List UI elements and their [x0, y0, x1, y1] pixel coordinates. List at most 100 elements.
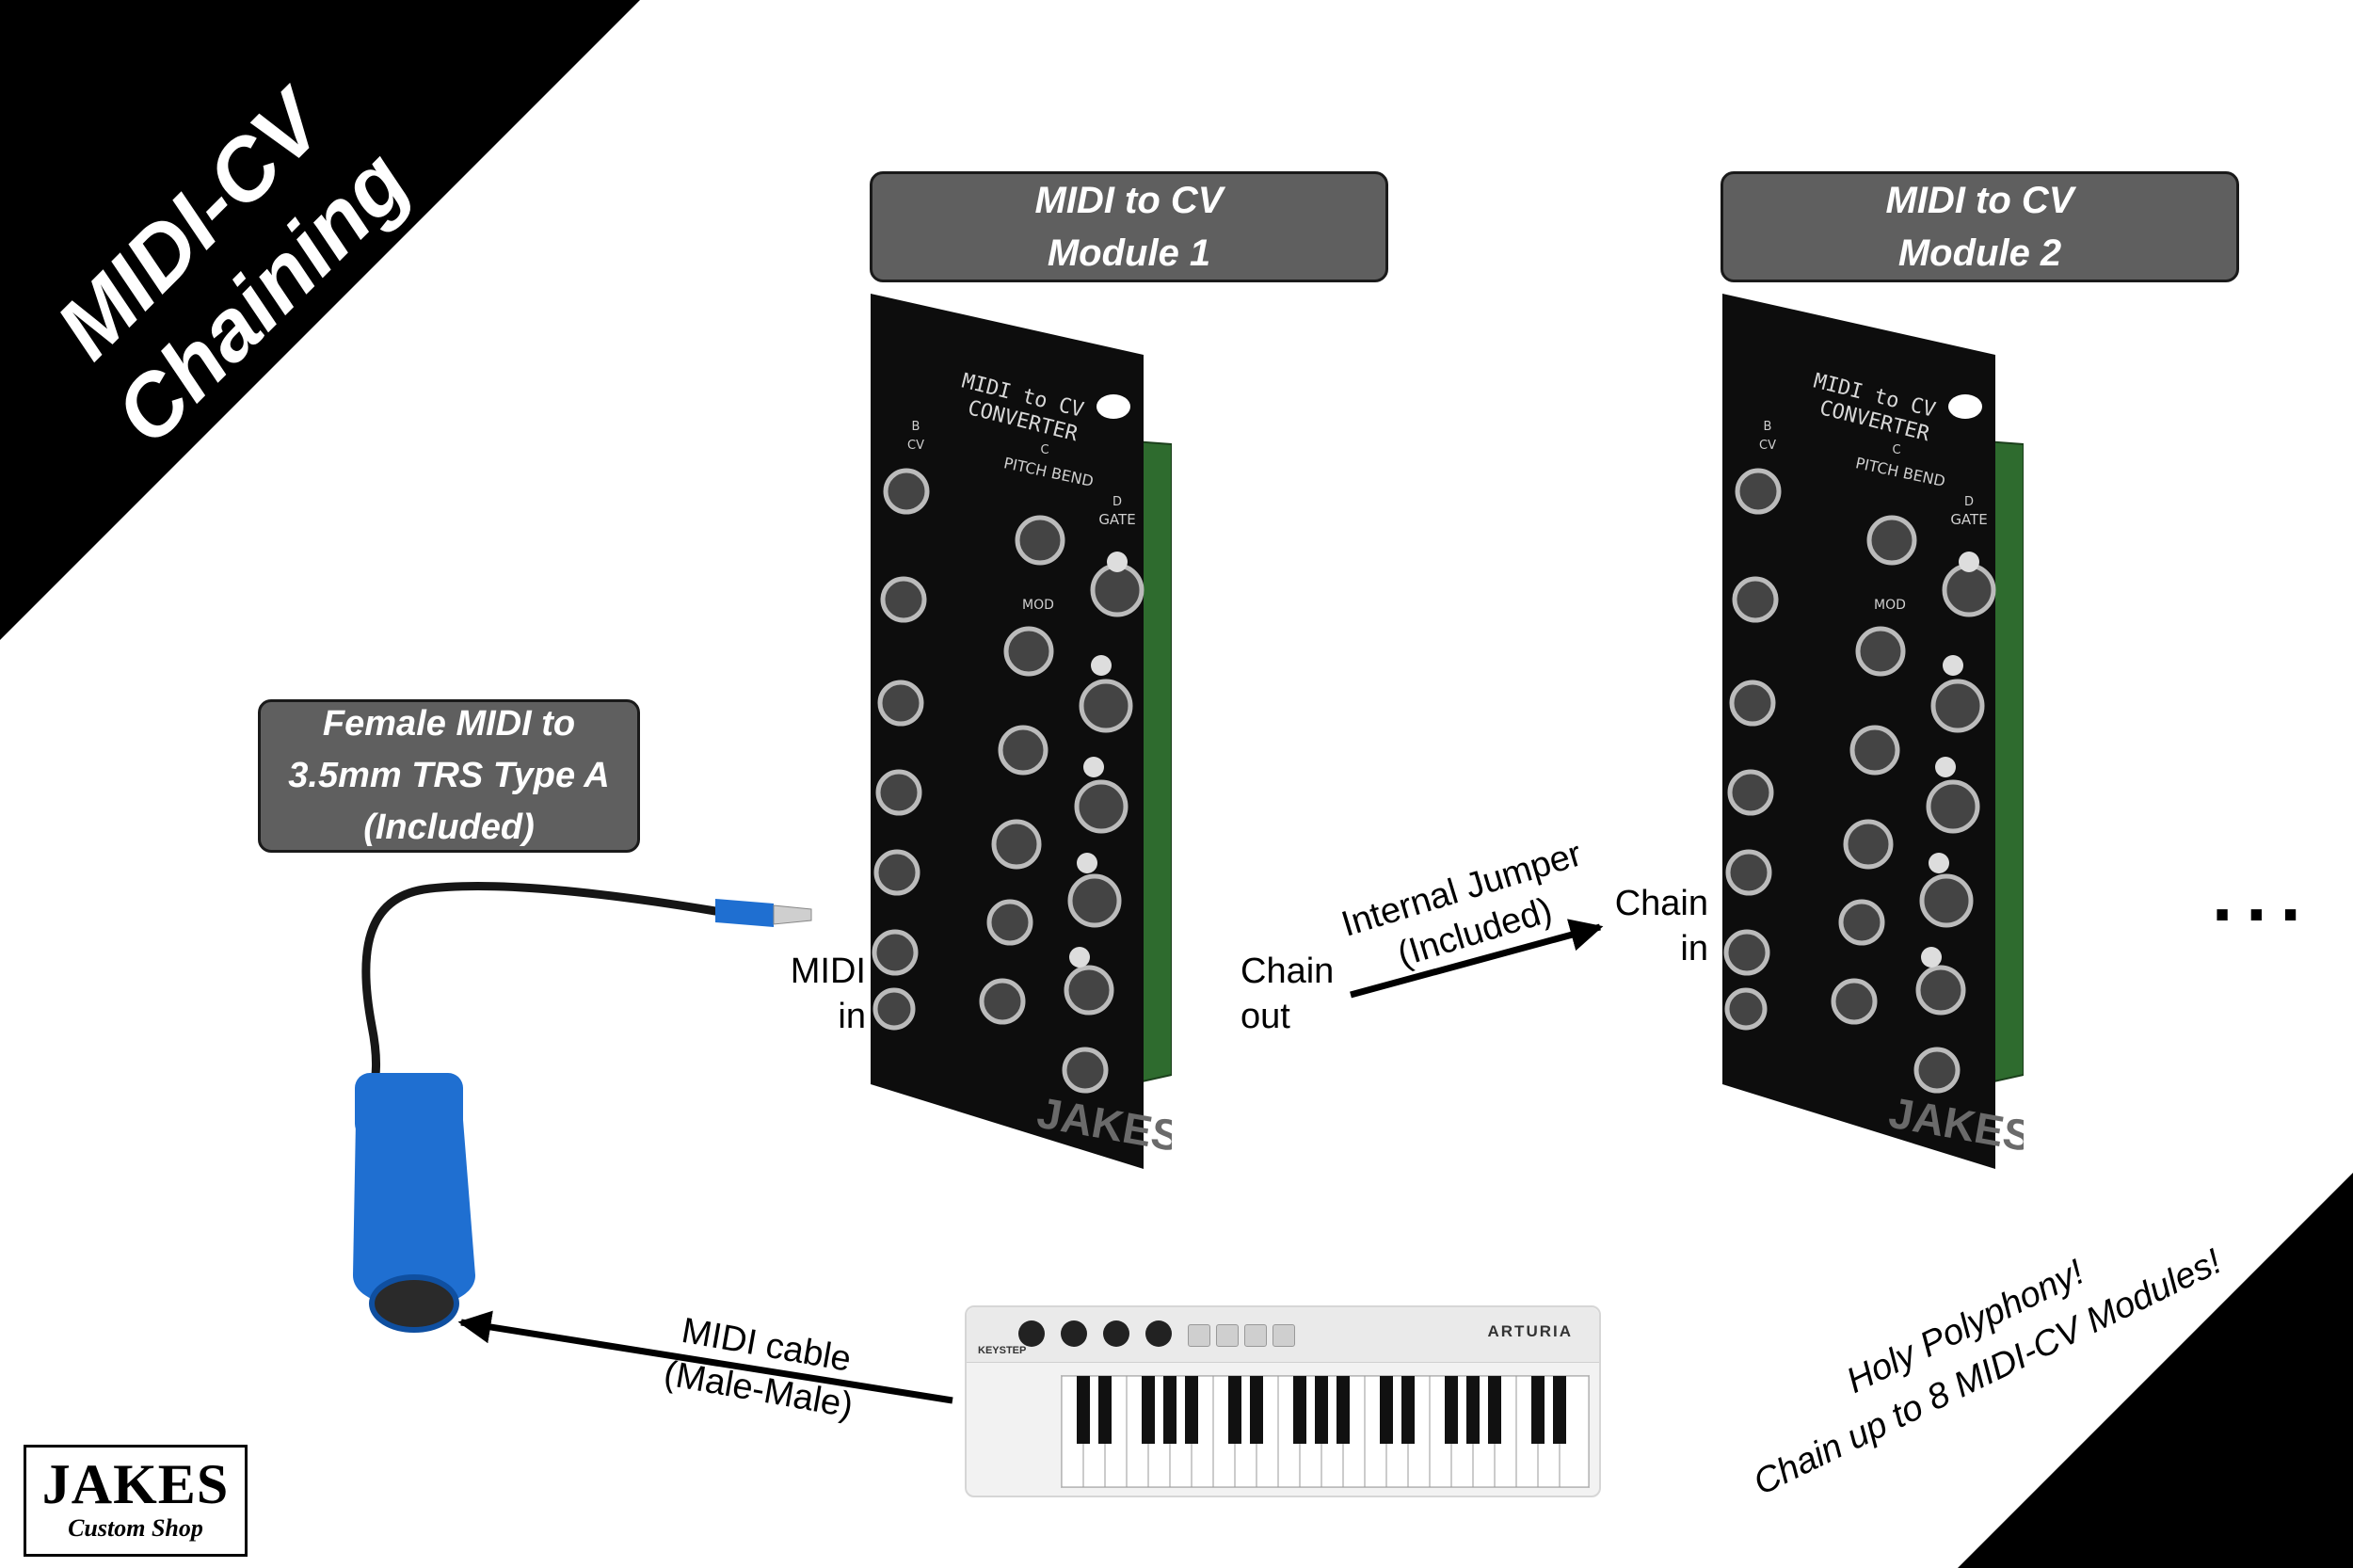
- module-2-label: MIDI to CV Module 2: [1721, 171, 2239, 282]
- module-1-label-b: B: [912, 420, 920, 434]
- knob-icon: [1061, 1320, 1087, 1347]
- module-2-jack: [1838, 899, 1885, 946]
- chain-out-line1: Chain: [1241, 952, 1335, 991]
- module-1-jack: [991, 819, 1042, 870]
- jumper-arrow: [1350, 919, 1604, 999]
- module-2-label-gate: GATE: [1950, 511, 1987, 528]
- keyboard-keybed: [1061, 1375, 1590, 1488]
- module-2-jack: [1725, 849, 1772, 896]
- module-1-jack: [883, 468, 930, 515]
- black-key: [1337, 1376, 1350, 1444]
- midi-in-label: MIDI in: [772, 949, 866, 1039]
- module-1-jack: [998, 725, 1048, 776]
- module-2-label-cv: CV: [1759, 439, 1776, 453]
- adapter-label-line2: 3.5mm TRS Type A: [288, 756, 610, 795]
- module-2-jack: [1732, 576, 1779, 623]
- module-2-jack: [1915, 965, 1966, 1016]
- black-key: [1250, 1376, 1263, 1444]
- corner-bottom-right: [1958, 1173, 2353, 1568]
- module-1-led: [1077, 853, 1097, 873]
- module-1-jack: [880, 576, 927, 623]
- module-2-jack: [1727, 769, 1774, 816]
- black-key: [1488, 1376, 1501, 1444]
- module-1-jack: [873, 849, 920, 896]
- module-1-label-line2: Module 1: [1047, 232, 1211, 274]
- module-2-jack: [1926, 779, 1980, 834]
- module-1-label-mod: MOD: [1022, 598, 1054, 613]
- module-1-jack: [986, 899, 1033, 946]
- knob-icon: [1145, 1320, 1172, 1347]
- module-2-jack: [1831, 978, 1878, 1025]
- module-2-jack: [1849, 725, 1900, 776]
- module-2-label-c: C: [1892, 443, 1900, 457]
- module-1-label-gate: GATE: [1098, 511, 1135, 528]
- adapter-label-line1: Female MIDI to: [322, 704, 576, 744]
- din-body: [353, 1120, 475, 1307]
- black-key: [1228, 1376, 1241, 1444]
- module-2-mounting-hole: [1948, 394, 1982, 419]
- module-1-jack: [1079, 679, 1133, 733]
- module-1-led: [1083, 757, 1104, 777]
- black-key: [1185, 1376, 1198, 1444]
- module-1-panel: MIDI to CV CONVERTER B CV PITCH BEND C G…: [871, 294, 1172, 1169]
- module-2-led: [1921, 947, 1942, 968]
- module-2-jack: [1930, 679, 1985, 733]
- chain-in-label: Chain in: [1591, 881, 1708, 971]
- logo-sub: Custom Shop: [68, 1514, 203, 1542]
- keystep-keyboard: KEYSTEP ARTURIA: [965, 1305, 1601, 1497]
- module-1-jack: [872, 929, 919, 976]
- black-key: [1466, 1376, 1480, 1444]
- keyboard-brand: ARTURIA: [1487, 1322, 1573, 1340]
- trs-plug-tip: [773, 904, 812, 925]
- module-1-jack: [1067, 873, 1122, 928]
- chain-out-label: Chain out: [1241, 949, 1353, 1039]
- black-key: [1142, 1376, 1155, 1444]
- module-2-label-line2: Module 2: [1897, 232, 2062, 274]
- module-2-led: [1935, 757, 1956, 777]
- module-1-label-cv: CV: [907, 439, 924, 453]
- module-1-jack: [1062, 1047, 1109, 1094]
- module-2-jack: [1913, 1047, 1961, 1094]
- module-2-label-b: B: [1764, 420, 1772, 434]
- module-2-led: [1959, 552, 1979, 572]
- black-key: [1445, 1376, 1458, 1444]
- module-2-label-mod: MOD: [1874, 598, 1906, 613]
- module-2-jack: [1866, 515, 1917, 566]
- module-1-leds: [1069, 552, 1128, 968]
- module-1-led: [1069, 947, 1090, 968]
- logo-main: JAKES: [41, 1453, 230, 1515]
- midi-cable-arrow: [457, 1310, 953, 1404]
- midi-in-line2: in: [838, 997, 866, 1036]
- module-1-jack: [1074, 779, 1128, 834]
- keyboard-button: [1188, 1324, 1210, 1347]
- black-key: [1077, 1376, 1090, 1444]
- keyboard-model: KEYSTEP: [978, 1345, 1027, 1356]
- module-1-jacks-left: [872, 468, 930, 1031]
- module-2-jack: [1855, 626, 1906, 677]
- module-2-label-line1: MIDI to CV: [1885, 180, 2074, 221]
- black-key: [1315, 1376, 1328, 1444]
- keyboard-button: [1216, 1324, 1239, 1347]
- module-2-jack: [1843, 819, 1894, 870]
- black-key: [1380, 1376, 1393, 1444]
- keyboard-control-strip: KEYSTEP ARTURIA: [967, 1307, 1599, 1363]
- module-1-jack: [1015, 515, 1065, 566]
- adapter-label-line3: (Included): [363, 808, 535, 847]
- chain-in-line1: Chain: [1614, 884, 1708, 923]
- chain-in-line2: in: [1680, 929, 1708, 968]
- black-key: [1553, 1376, 1566, 1444]
- corner-banner: [0, 0, 640, 640]
- black-key: [1401, 1376, 1415, 1444]
- more-modules-ellipsis: ...: [2212, 853, 2314, 936]
- module-1-jack: [979, 978, 1026, 1025]
- module-2-label-d: D: [1964, 495, 1974, 509]
- module-2-led: [1943, 655, 1963, 676]
- module-1-label-d: D: [1112, 495, 1122, 509]
- module-2-jack: [1723, 929, 1770, 976]
- black-key: [1293, 1376, 1306, 1444]
- module-1-jack: [1064, 965, 1114, 1016]
- module-1-led: [1107, 552, 1128, 572]
- midi-din-connector-icon: [353, 1073, 475, 1333]
- black-key: [1163, 1376, 1176, 1444]
